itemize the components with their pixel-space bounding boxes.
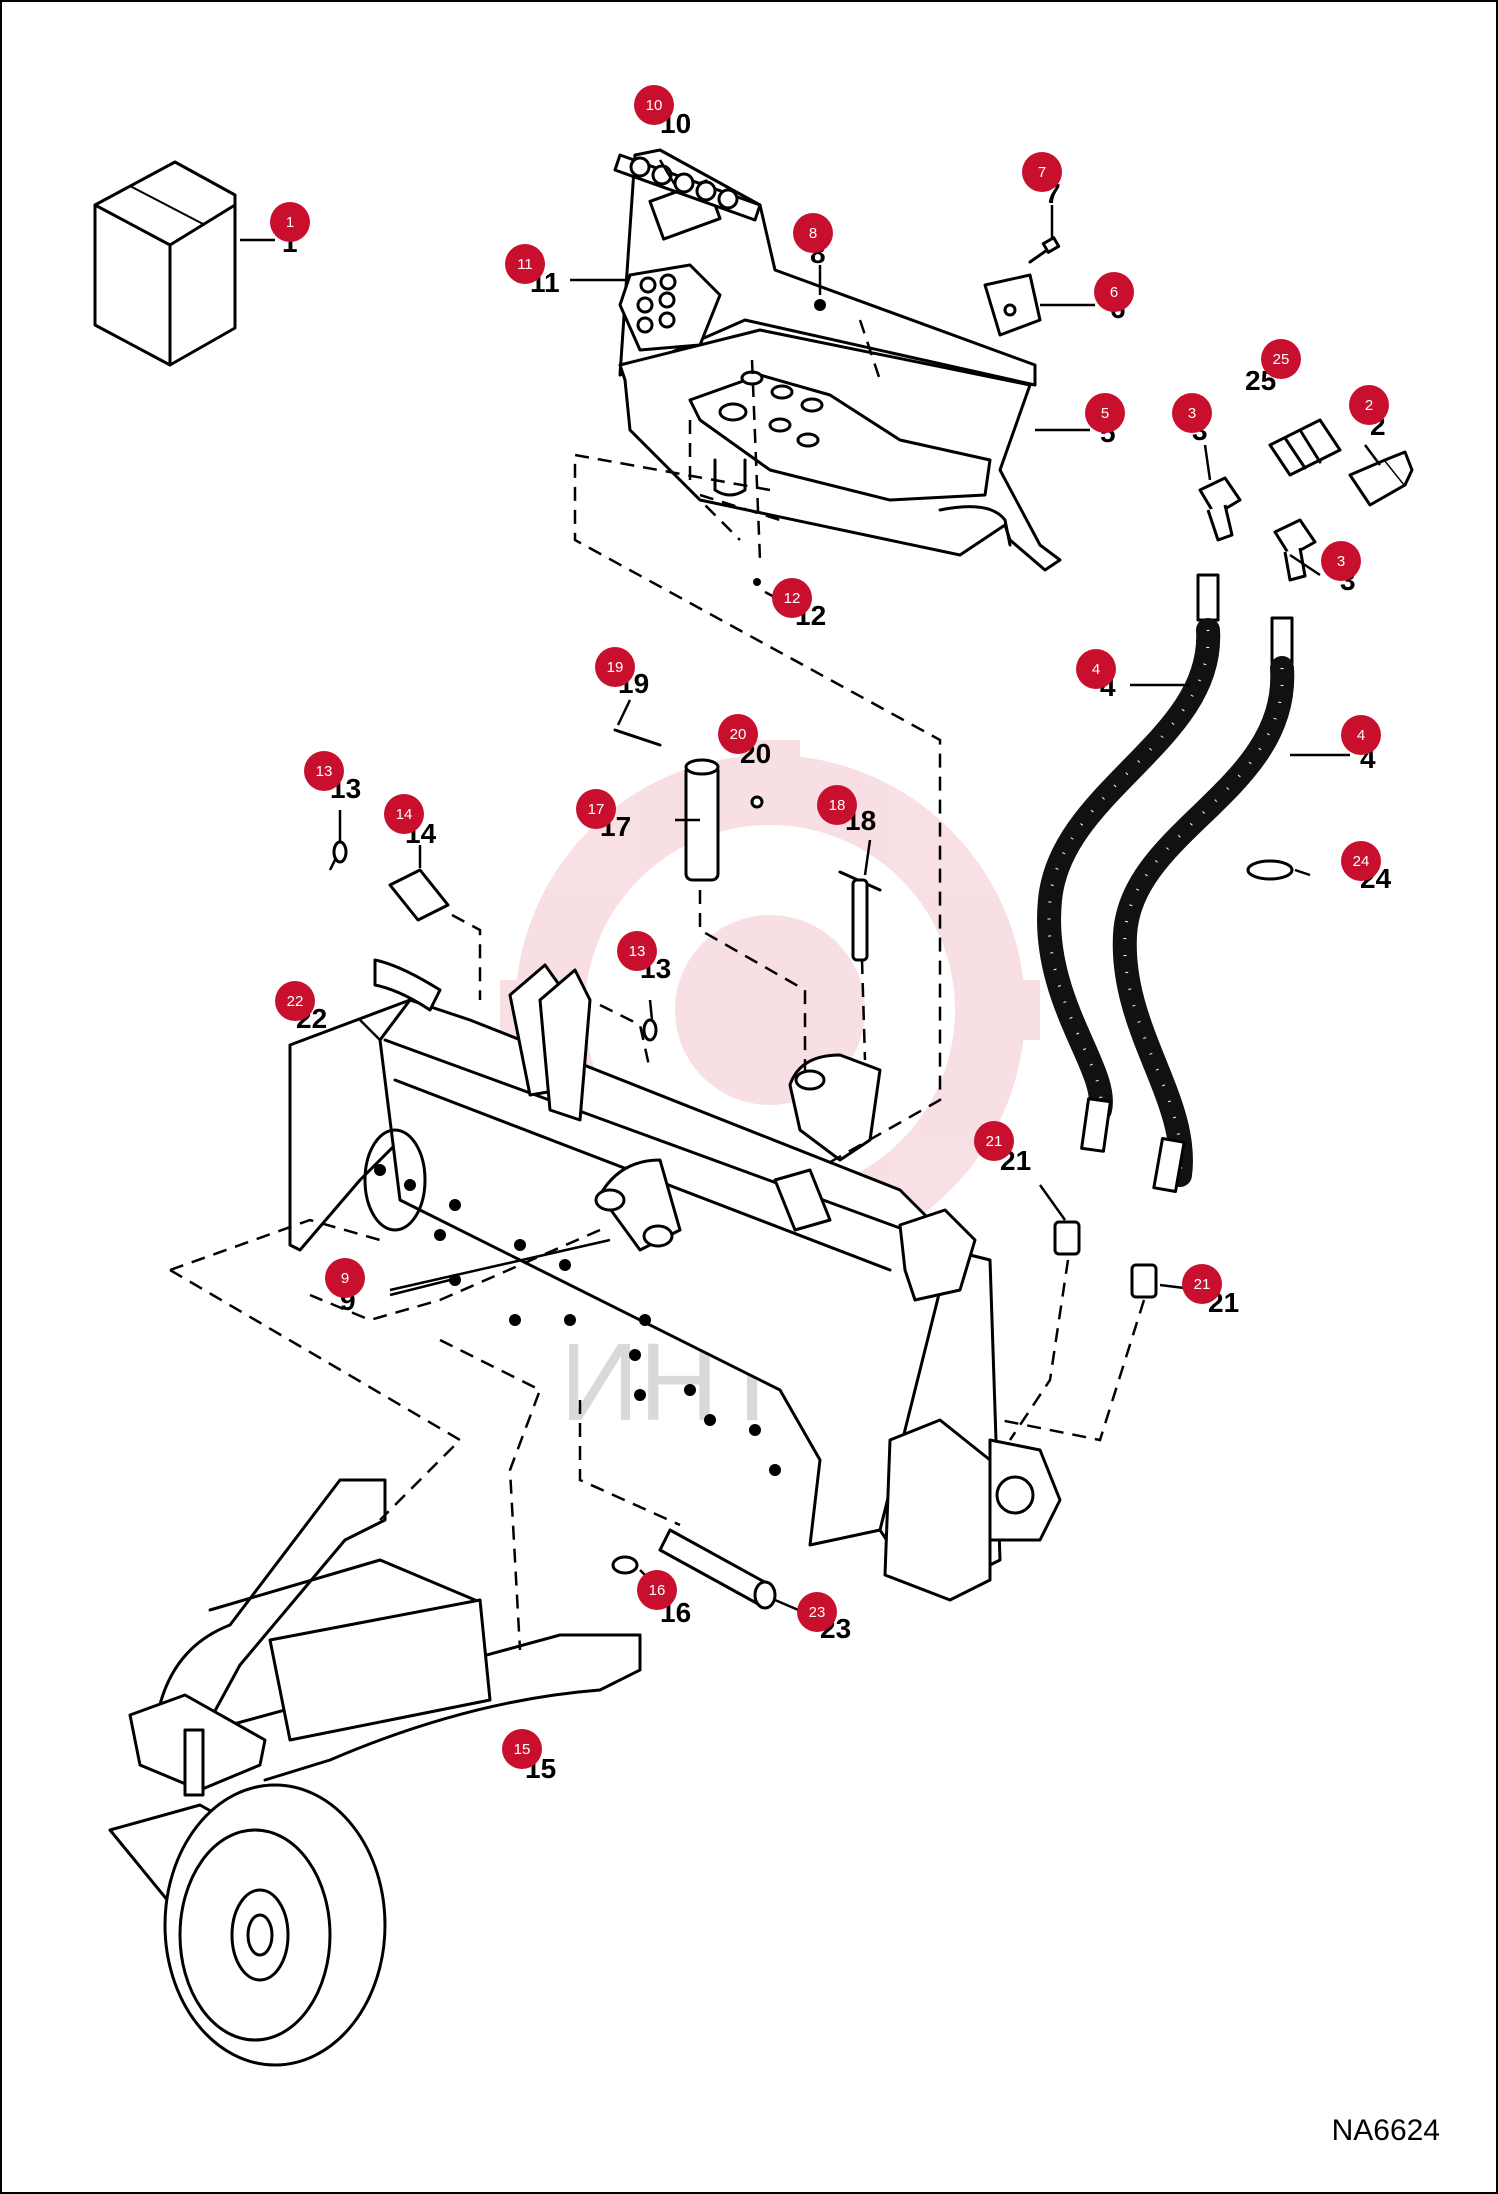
badge-15: 15 [502, 1729, 542, 1769]
badge-6: 6 [1094, 272, 1134, 312]
elbow-fitting-b [1273, 518, 1317, 582]
badge-4b: 4 [1341, 715, 1381, 755]
badge-2: 2 [1349, 385, 1389, 425]
o-ring-b [642, 1018, 658, 1042]
mount-bracket [613, 148, 1062, 572]
coupler-male [1348, 450, 1414, 507]
badge-19: 19 [595, 647, 635, 687]
bolt [1028, 236, 1061, 264]
svg-text:3: 3 [1337, 553, 1345, 570]
hose-clamp [983, 273, 1042, 337]
badge-1: 1 [270, 202, 310, 242]
badge-23: 23 [797, 1592, 837, 1632]
hydraulic-hose-b [1112, 616, 1295, 1194]
svg-text:20: 20 [730, 726, 747, 743]
svg-text:19: 19 [607, 659, 624, 676]
svg-text:6: 6 [1110, 284, 1118, 301]
svg-text:2: 2 [1365, 397, 1373, 414]
auger-teeth [374, 1164, 781, 1476]
t-handle-pin [838, 870, 882, 962]
svg-text:13: 13 [316, 763, 333, 780]
badge-10: 10 [634, 85, 674, 125]
hydraulic-motor [988, 1438, 1062, 1542]
lock-nut [753, 578, 761, 586]
badge-4a: 4 [1076, 649, 1116, 689]
svg-text:13: 13 [629, 943, 646, 960]
box-kit-icon [93, 160, 237, 367]
svg-text:4: 4 [1092, 661, 1100, 678]
tail-wheel-assembly [108, 1478, 642, 2067]
hydraulic-hose-a [1037, 573, 1221, 1153]
svg-text:14: 14 [396, 806, 413, 823]
svg-text:17: 17 [588, 801, 605, 818]
svg-text:18: 18 [829, 797, 846, 814]
attachment-main-frame [288, 958, 1062, 1602]
badge-25: 25 [1261, 339, 1301, 379]
badge-9: 9 [325, 1258, 365, 1298]
badge-5: 5 [1085, 393, 1125, 433]
badge-21b: 21 [1182, 1264, 1222, 1304]
svg-text:10: 10 [646, 97, 663, 114]
pivot-pin [684, 758, 720, 882]
badge-13a: 13 [304, 751, 344, 791]
svg-text:9: 9 [341, 1270, 349, 1287]
svg-text:12: 12 [784, 590, 801, 607]
elbow-fitting-a [1198, 476, 1242, 542]
hose-holder-plate [618, 263, 722, 352]
svg-text:24: 24 [1353, 853, 1370, 870]
svg-text:11: 11 [517, 256, 533, 273]
badge-12: 12 [772, 578, 812, 618]
badge-3b: 3 [1321, 541, 1361, 581]
badge-13b: 13 [617, 931, 657, 971]
svg-text:4: 4 [1357, 727, 1365, 744]
bottom-pin [658, 1528, 777, 1610]
badge-11: 11 [505, 244, 545, 284]
badge-3a: 3 [1172, 393, 1212, 433]
badge-16: 16 [637, 1570, 677, 1610]
tie-strap [1246, 859, 1294, 881]
lynch-pin-small [750, 795, 764, 809]
hose-holder-strip [613, 153, 762, 222]
svg-text:23: 23 [809, 1604, 826, 1621]
svg-text:5: 5 [1101, 405, 1109, 422]
badge-22: 22 [275, 981, 315, 1021]
svg-text:25: 25 [1273, 351, 1290, 368]
badge-8: 8 [793, 213, 833, 253]
assembly-lines [169, 319, 1146, 1651]
tail-wheel [163, 1783, 387, 2067]
callout-badges: 1 2 3 3 4 4 5 6 7 8 9 10 11 12 13 13 14 … [270, 85, 1389, 1769]
adapter-b [1130, 1263, 1158, 1299]
badge-18: 18 [817, 785, 857, 825]
badge-17: 17 [576, 789, 616, 829]
svg-text:15: 15 [514, 1741, 531, 1758]
callout-numbers: 1 2 3 3 4 4 5 6 7 8 9 10 11 12 13 13 14 … [282, 108, 1392, 1784]
adapter-a [1053, 1220, 1081, 1256]
roll-pin [613, 728, 662, 747]
svg-text:21: 21 [986, 1133, 1003, 1150]
linch-pin [611, 1555, 639, 1575]
svg-text:21: 21 [1194, 1276, 1211, 1293]
badge-7: 7 [1022, 152, 1062, 192]
badge-21a: 21 [974, 1121, 1014, 1161]
nut [814, 299, 826, 311]
badge-14: 14 [384, 794, 424, 834]
svg-text:8: 8 [809, 225, 817, 242]
svg-text:7: 7 [1038, 164, 1046, 181]
bushing [388, 868, 450, 922]
document-code: NA6624 [1331, 2114, 1440, 2147]
coupler-female [1268, 418, 1342, 477]
badge-20: 20 [718, 714, 758, 754]
svg-text:22: 22 [287, 993, 304, 1010]
badge-24: 24 [1341, 841, 1381, 881]
svg-text:1: 1 [286, 214, 294, 231]
svg-text:3: 3 [1188, 405, 1196, 422]
svg-text:16: 16 [649, 1582, 666, 1599]
leader-lines [240, 159, 1381, 1747]
